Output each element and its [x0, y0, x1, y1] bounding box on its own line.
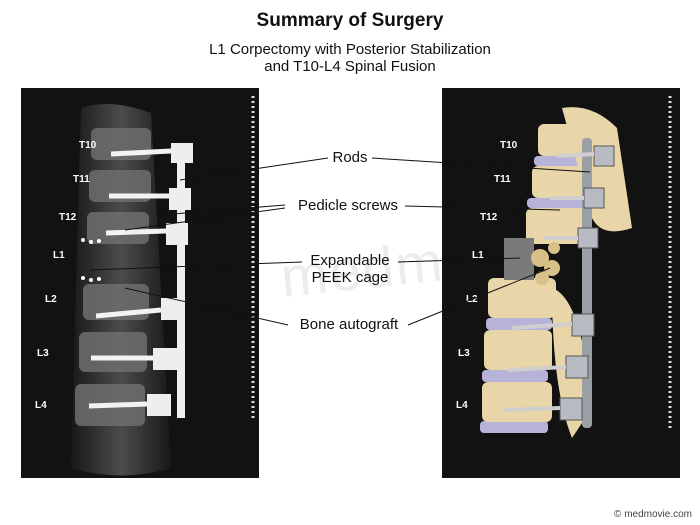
pedicle-line-left-1: [159, 204, 286, 216]
illus-label-l4: L4: [456, 400, 468, 411]
ct-scan-image: [21, 88, 259, 478]
ct-label-t10: T10: [79, 140, 97, 151]
spine-illustration: [442, 88, 680, 478]
ct-label-l1: L1: [53, 250, 65, 261]
cage-label-line-1: Expandable: [310, 252, 390, 269]
autograft-line-right: [407, 267, 551, 326]
ct-label-t12: T12: [59, 212, 77, 223]
autograft-line-left: [124, 287, 289, 326]
cage-label-line-2: PEEK cage: [311, 269, 389, 286]
page-title: Summary of Surgery: [256, 10, 444, 31]
illus-label-l3: L3: [458, 348, 470, 359]
illus-label-t11: T11: [494, 174, 511, 185]
ct-label-l2: L2: [45, 294, 57, 305]
illustration-panel: T10 T11 T12 L1 L2 L3 L4: [442, 88, 680, 478]
ct-label-t11: T11: [73, 174, 90, 185]
ct-label-l3: L3: [37, 348, 49, 359]
rods-line-right: [371, 157, 591, 173]
callout-rods: Rods: [332, 149, 368, 166]
subtitle-line-2: and T10-L4 Spinal Fusion: [264, 58, 436, 75]
copyright: © medmovie.com: [614, 509, 692, 520]
illus-label-l1: L1: [472, 250, 484, 261]
ct-scan-panel: T10 T11 T12 L1 L2 L3 L4: [21, 88, 259, 478]
pedicle-line-left-2: [124, 207, 286, 231]
subtitle-line-1: L1 Corpectomy with Posterior Stabilizati…: [209, 41, 491, 58]
ct-label-l4: L4: [35, 400, 47, 411]
illus-label-t10: T10: [500, 140, 518, 151]
cage-line-right: [397, 257, 521, 263]
cage-line-left: [89, 261, 303, 271]
rods-line-left: [179, 157, 329, 181]
callout-pedicle-screws: Pedicle screws: [297, 197, 399, 214]
illus-label-t12: T12: [480, 212, 498, 223]
callout-expandable-cage: Expandable PEEK cage: [296, 252, 404, 286]
callout-bone-autograft: Bone autograft: [299, 316, 399, 333]
page-subtitle: L1 Corpectomy with Posterior Stabilizati…: [0, 41, 700, 75]
pedicle-line-right: [404, 205, 561, 211]
